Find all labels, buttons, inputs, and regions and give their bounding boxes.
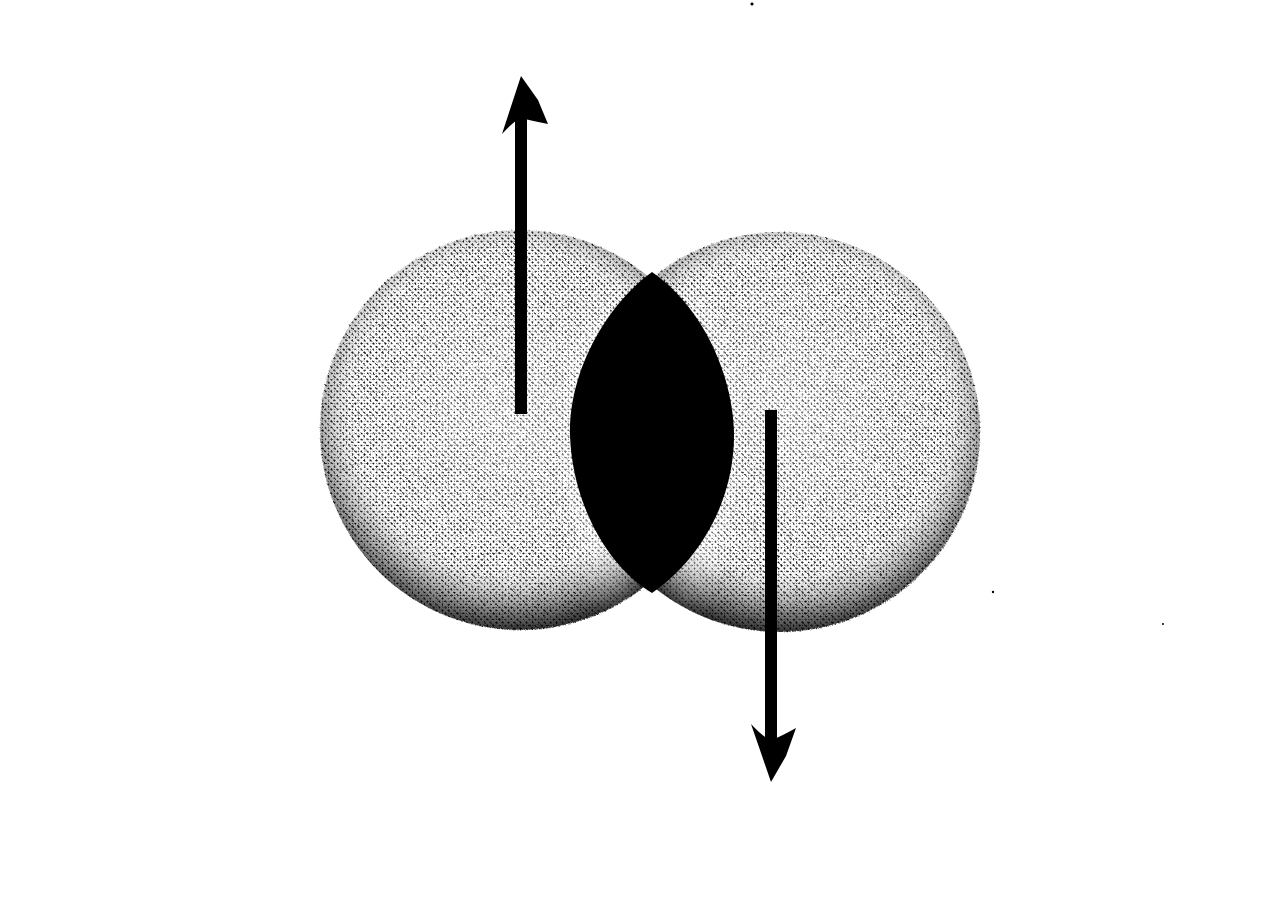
down-arrow xyxy=(751,410,796,782)
up-arrow xyxy=(502,76,548,414)
speck-marks xyxy=(750,2,1164,625)
overlap-region xyxy=(569,272,735,593)
